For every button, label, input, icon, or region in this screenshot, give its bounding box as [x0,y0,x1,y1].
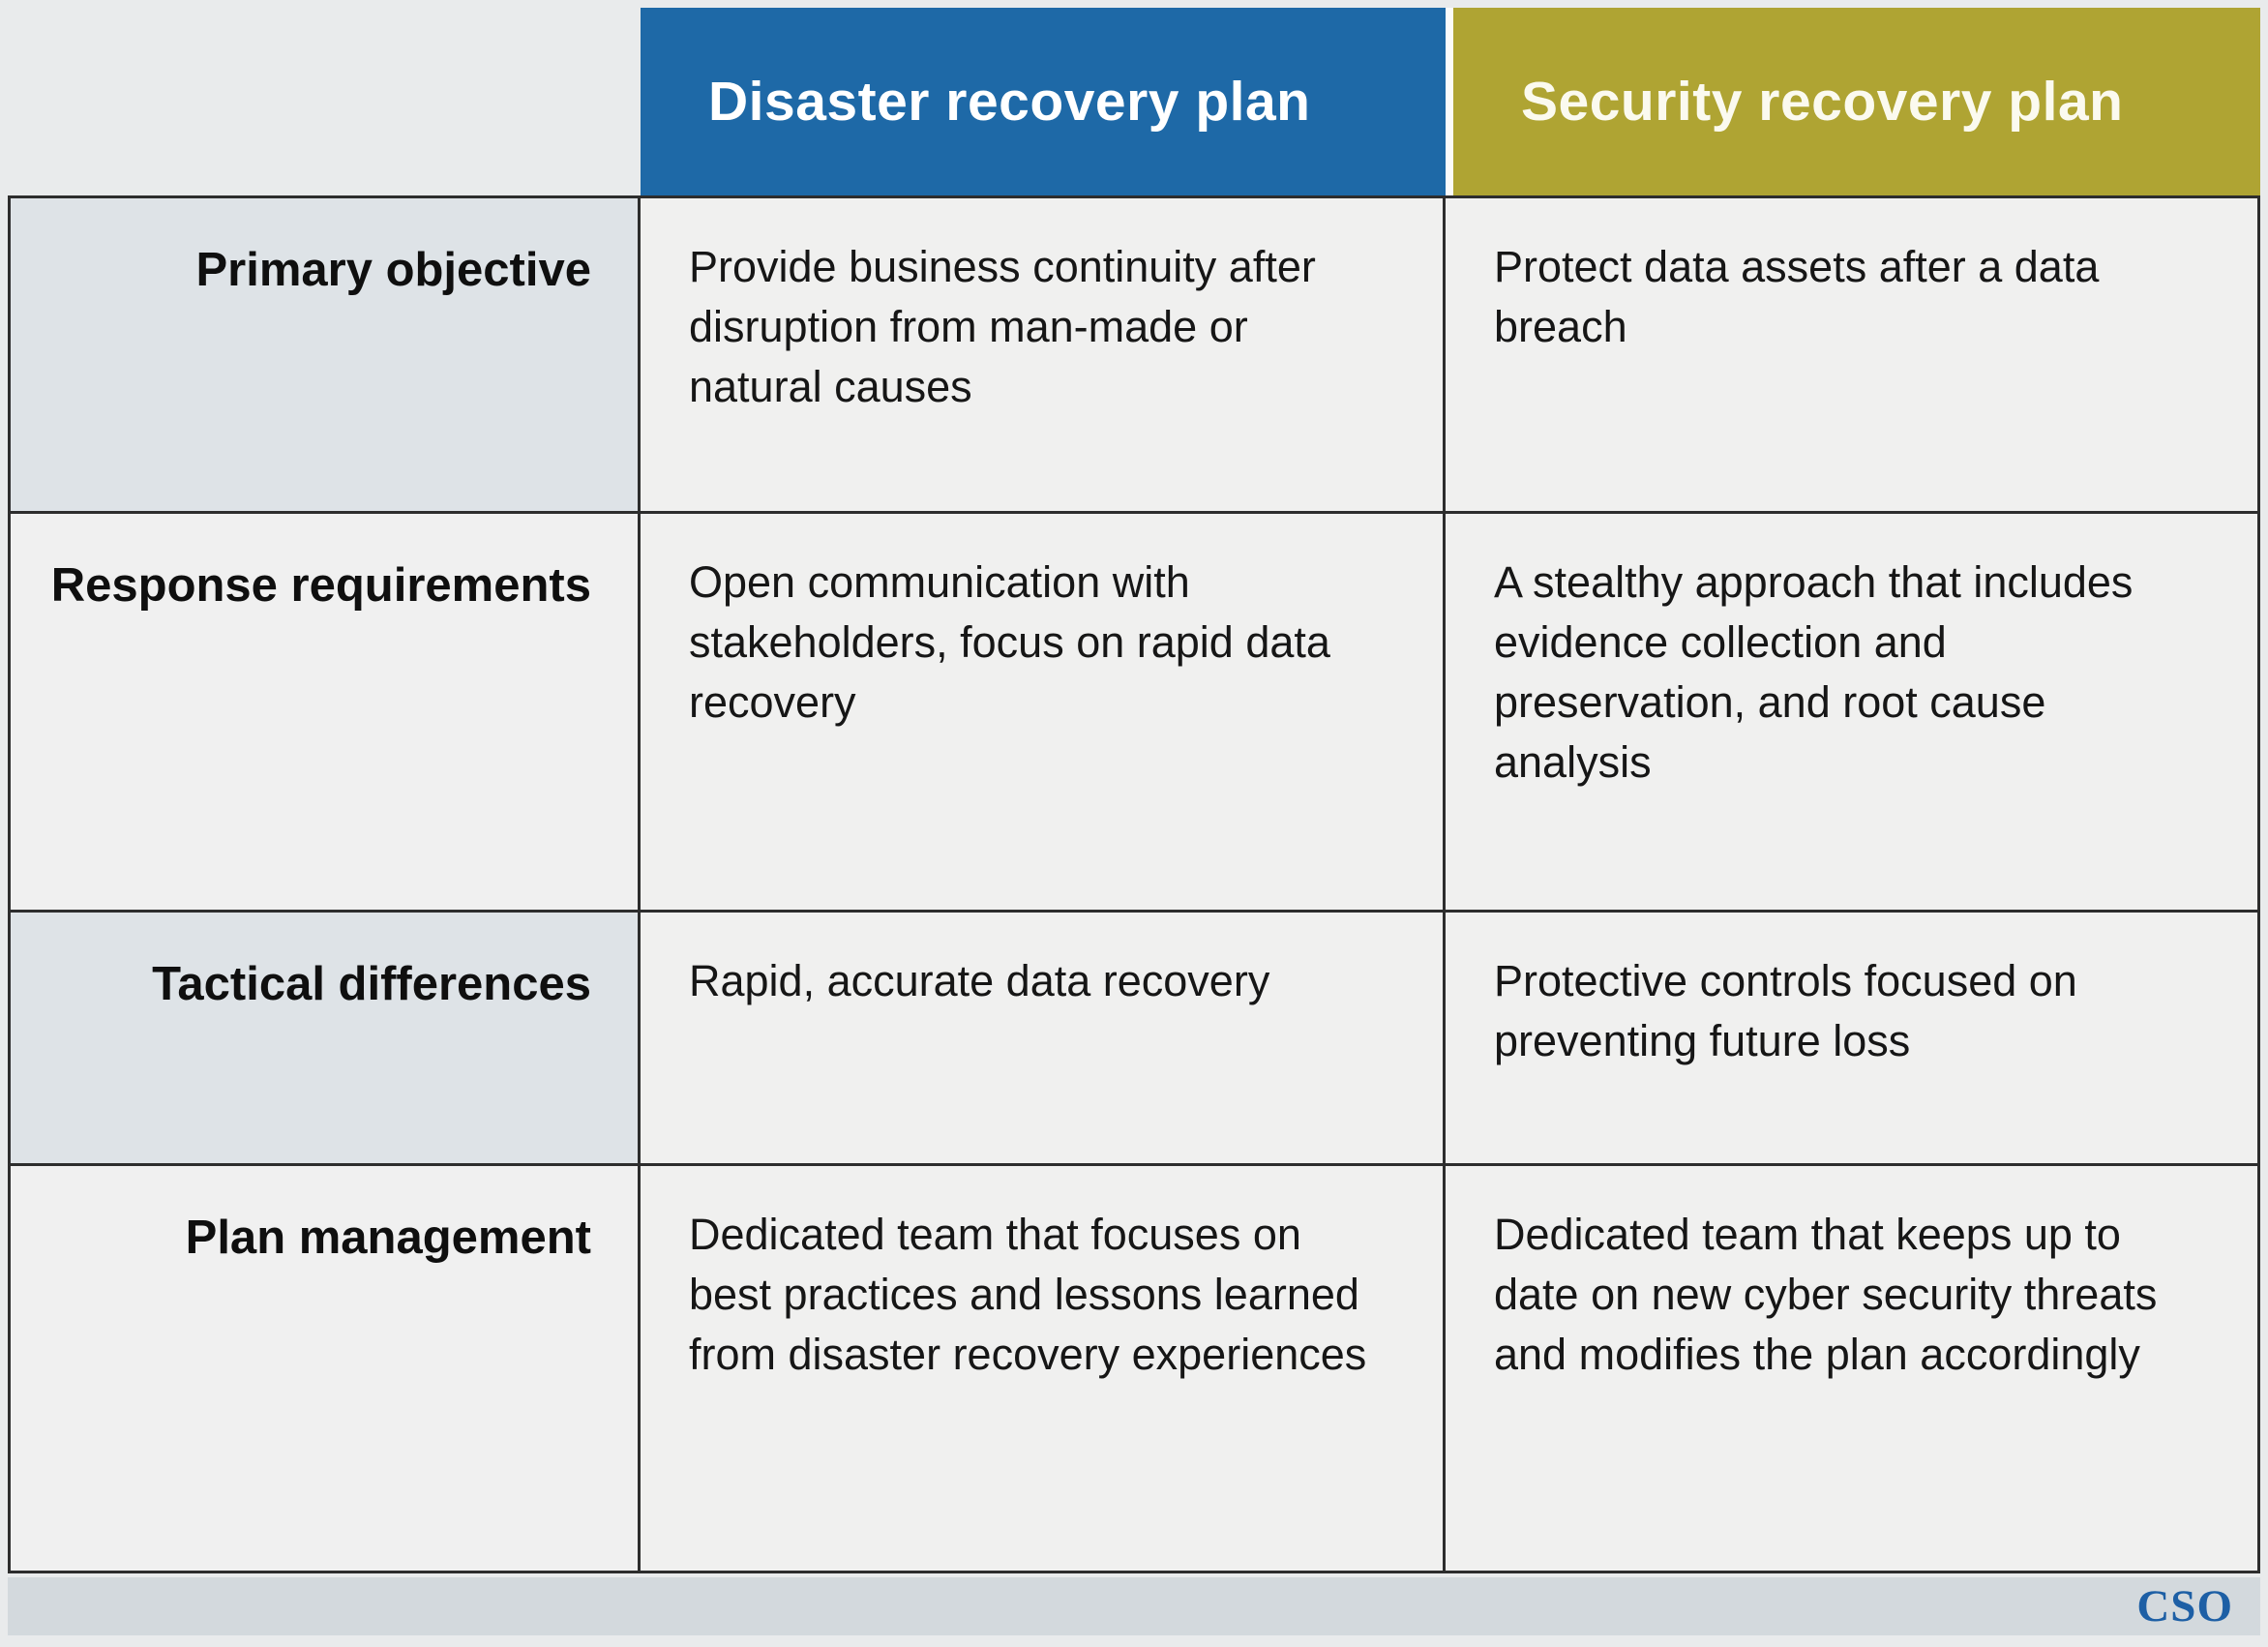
footer-bar: CSO [8,1577,2260,1635]
disaster-cell: Provide business continuity after disrup… [641,198,1446,514]
column-header-security: Security recovery plan [1446,8,2260,195]
row-label: Tactical differences [11,913,641,1166]
cso-logo: CSO [2136,1581,2233,1632]
column-header-disaster: Disaster recovery plan [641,8,1446,195]
column-header-security-label: Security recovery plan [1521,71,2124,133]
table-row: Primary objective Provide business conti… [11,198,2257,514]
header-spacer-cell [8,8,641,195]
table-row: Tactical differences Rapid, accurate dat… [11,913,2257,1166]
security-cell: A stealthy approach that includes eviden… [1446,514,2257,913]
row-label: Plan management [11,1166,641,1571]
security-cell: Protective controls focused on preventin… [1446,913,2257,1166]
disaster-cell: Rapid, accurate data recovery [641,913,1446,1166]
table-row: Response requirements Open communication… [11,514,2257,913]
column-header-disaster-label: Disaster recovery plan [708,71,1311,133]
row-label: Primary objective [11,198,641,514]
disaster-cell: Dedicated team that focuses on best prac… [641,1166,1446,1571]
security-cell: Dedicated team that keeps up to date on … [1446,1166,2257,1571]
table-body: Primary objective Provide business conti… [8,195,2260,1573]
disaster-cell: Open communication with stakeholders, fo… [641,514,1446,913]
security-cell: Protect data assets after a data breach [1446,198,2257,514]
table-row: Plan management Dedicated team that focu… [11,1166,2257,1571]
row-label: Response requirements [11,514,641,913]
table-header-row: Disaster recovery plan Security recovery… [8,8,2260,195]
